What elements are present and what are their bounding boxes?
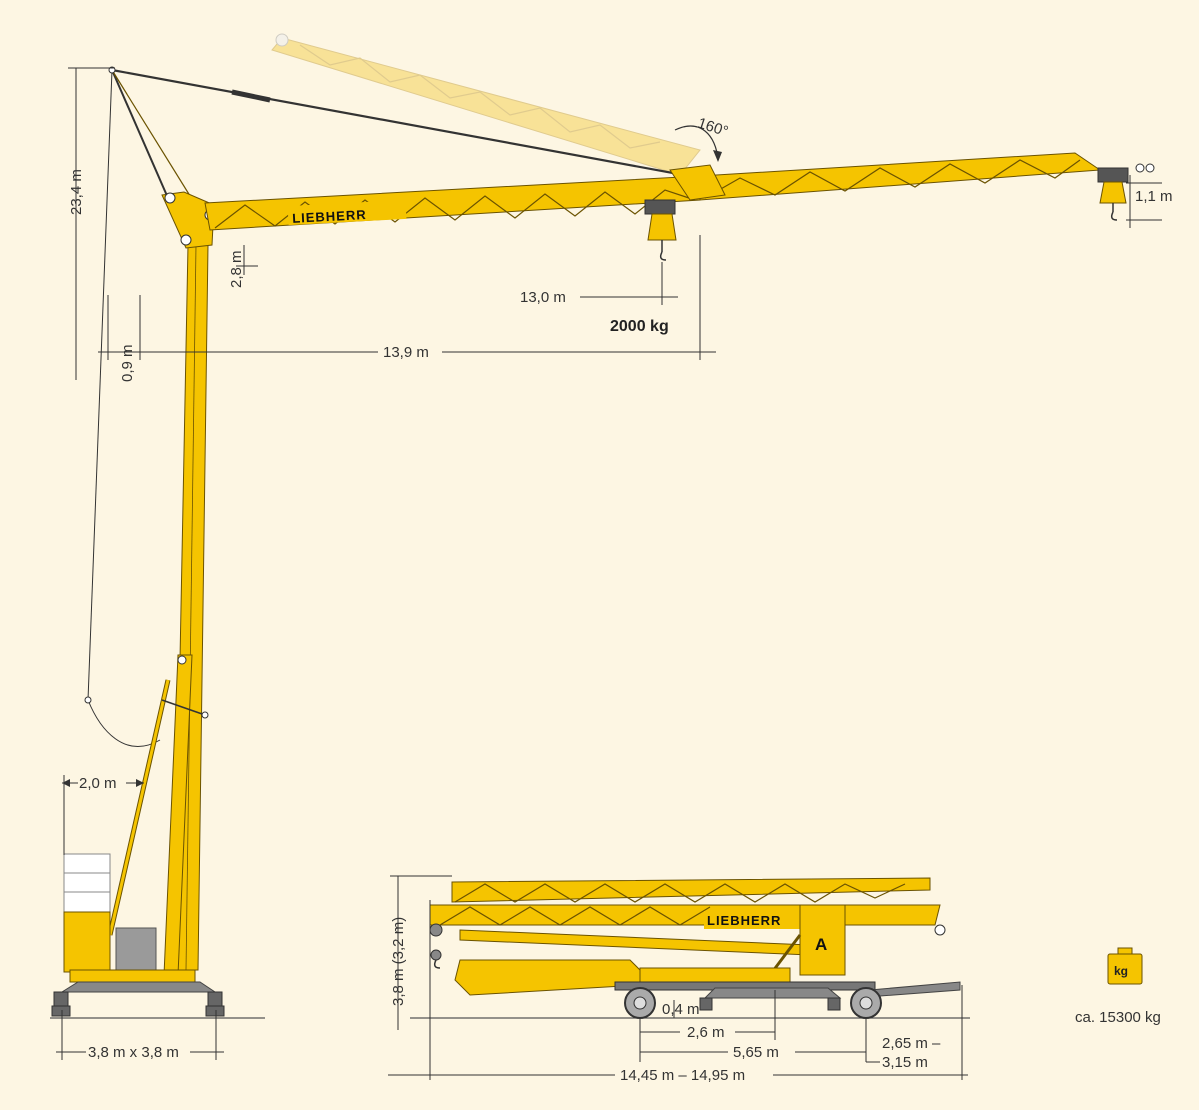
jib-reach-label: 13,9 m	[383, 344, 429, 361]
transport-length-label: 14,45 m – 14,95 m	[620, 1067, 745, 1084]
clearance-label: 0,4 m	[662, 1001, 700, 1018]
hook-load-label: 2000 kg	[610, 318, 669, 335]
axle-a-label: A	[815, 935, 827, 954]
folded-jib-upper	[451, 877, 931, 903]
hook-radius-label: 13,0 m	[520, 289, 566, 306]
jib-extension	[669, 152, 1102, 201]
tower-height-label: 23,4 m	[68, 169, 85, 215]
overhang-label: 2,65 m –	[882, 1035, 941, 1052]
ballast-radius-label: 2,0 m	[79, 775, 117, 792]
ballast-stack	[63, 853, 111, 973]
hook-block-mid	[644, 199, 677, 261]
axle-distance-label: 5,65 m	[733, 1044, 779, 1061]
weight-block: kg ca. 15300 kg	[1075, 947, 1161, 1026]
ghost-jib	[271, 33, 701, 176]
jib-pendant	[111, 68, 701, 180]
slewing-platform	[69, 969, 196, 983]
transport-wheels	[624, 987, 882, 1019]
hook-drop-label: 1,1 m	[1135, 188, 1173, 205]
inner-wheelbase-label: 2,6 m	[687, 1024, 725, 1041]
main-jib: LIEBHERR	[204, 175, 701, 231]
operating-crane: LIEBHERR 160°	[50, 33, 1173, 1061]
transport-brand-logo: LIEBHERR	[707, 913, 781, 928]
head-height-label: 2,8 m	[228, 250, 245, 288]
transport-crane: LIEBHERR A 3,8 m (3,2 m)	[388, 875, 970, 1084]
kg-weight-icon: kg	[1107, 947, 1143, 985]
chassis-cross	[60, 981, 217, 993]
small-offset-label: 0,9 m	[119, 344, 136, 382]
hook-block-end	[1097, 163, 1155, 221]
overhang-alt-label: 3,15 m	[882, 1054, 928, 1071]
slew-angle-label: 160°	[695, 115, 730, 141]
kg-icon-text: kg	[1114, 964, 1128, 978]
axle-a-frame	[799, 904, 846, 976]
guy-line	[87, 69, 113, 701]
winch-box	[115, 927, 157, 973]
total-weight-label: ca. 15300 kg	[1075, 1009, 1161, 1026]
transport-height-label: 3,8 m (3,2 m)	[390, 917, 407, 1006]
mast-pendant	[111, 69, 169, 199]
transport-chassis	[454, 959, 641, 996]
base-size-label: 3,8 m x 3,8 m	[88, 1044, 179, 1061]
brand-logo: LIEBHERR	[292, 207, 367, 226]
